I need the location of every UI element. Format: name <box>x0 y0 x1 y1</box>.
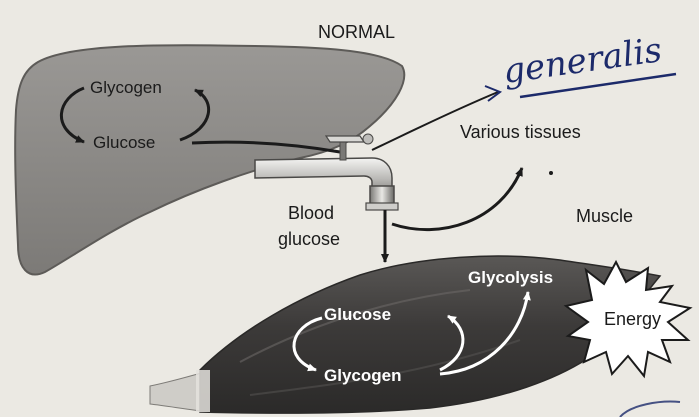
blood-glucose-label-line2: glucose <box>278 229 340 249</box>
muscle-glycogen-label: Glycogen <box>324 366 401 385</box>
blood-glucose-label-line1: Blood <box>288 203 334 223</box>
diagram-title: NORMAL <box>318 22 395 42</box>
energy-label: Energy <box>604 309 661 329</box>
muscle-glucose-label: Glucose <box>324 305 391 324</box>
ink-dot <box>549 171 553 175</box>
glycolysis-label: Glycolysis <box>468 268 553 287</box>
muscle-title-label: Muscle <box>576 206 633 226</box>
liver-glycogen-label: Glycogen <box>90 78 162 97</box>
liver-glucose-label: Glucose <box>93 133 155 152</box>
various-tissues-label: Various tissues <box>460 122 581 142</box>
